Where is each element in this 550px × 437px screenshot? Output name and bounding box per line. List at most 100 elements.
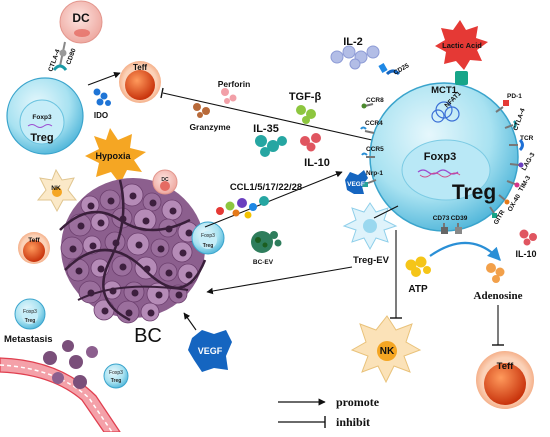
- legend: promote inhibit: [278, 395, 380, 429]
- tcr-label: TCR: [520, 135, 534, 142]
- bc-tumor-mass: BC: [59, 178, 207, 347]
- treg-cell-left: Foxp3 Treg: [14, 298, 46, 330]
- inhibit-bar: [160, 87, 164, 99]
- teff-left-label: Teff: [28, 237, 40, 244]
- nk-cell-bottom: NK: [350, 315, 422, 384]
- foxp3-small-label: Foxp3: [32, 114, 52, 121]
- teff-bottom-label: Teff: [497, 361, 515, 372]
- foxp3-left-label: Foxp3: [23, 309, 37, 315]
- dc-cell-top: DC: [59, 0, 103, 44]
- legend-promote-label: promote: [336, 395, 380, 409]
- pd1-label: PD-1: [507, 93, 522, 100]
- bc-ev-label: BC-EV: [253, 259, 274, 266]
- ido-molecules: IDO: [93, 88, 111, 120]
- ccl-chemokines: CCL1/5/17/22/28: [216, 182, 302, 219]
- il10-right-label: IL-10: [515, 249, 536, 259]
- cd25-receptor: CD25: [378, 62, 411, 77]
- bc-ev-vesicle: BC-EV: [251, 231, 282, 266]
- treg-to-ev-line: [373, 205, 399, 219]
- atp-molecules: ATP: [405, 256, 431, 295]
- nrp1-label: Nrp-1: [366, 170, 383, 177]
- nk-cell-left: NK: [36, 168, 78, 213]
- treg-ev-to-bc-arrow: [206, 266, 353, 295]
- il2-label: IL-2: [343, 36, 363, 48]
- treg-big-label: Treg: [452, 181, 496, 204]
- cd73-cd39-receptors: CD73 CD39: [433, 215, 468, 234]
- il35-label: IL-35: [253, 123, 279, 135]
- teff-cell-top: Teff: [119, 61, 161, 103]
- il10-right-molecules: IL-10: [515, 229, 537, 259]
- bc-label: BC: [134, 325, 162, 347]
- ccr5-label: CCR5: [366, 146, 384, 153]
- adenosine-molecules: Adenosine: [474, 263, 523, 302]
- metastasis-label: Metastasis: [4, 334, 53, 345]
- metastatic-cells: [43, 340, 98, 389]
- foxp3-meta-label: Foxp3: [109, 370, 123, 376]
- cd80-label: CD80: [65, 47, 77, 65]
- mct1-label: MCT1: [431, 85, 458, 96]
- adenosine-label: Adenosine: [474, 290, 523, 302]
- treg-cell-bc: Foxp3 Treg: [191, 221, 225, 255]
- cd73-label: CD73: [433, 215, 450, 222]
- foxp3-big-label: Foxp3: [424, 151, 456, 163]
- treg-meta-label: Treg: [111, 378, 122, 384]
- perforin-label: Perforin: [218, 79, 251, 89]
- nrp1-receptor: Nrp-1: [362, 170, 383, 187]
- ccr8-receptor: CCR8: [361, 97, 384, 109]
- ccr5-receptor: CCR5: [361, 146, 384, 158]
- il2-molecules: IL-2: [330, 36, 380, 70]
- tgfb-molecules: TGF-β: [289, 91, 322, 124]
- tcr-receptor: TCR: [509, 135, 534, 152]
- blood-vessel: [0, 357, 122, 433]
- ccr4-receptor: CCR4: [360, 120, 383, 134]
- lactic-acid-label: Lactic Acid: [442, 41, 482, 50]
- ccr4-label: CCR4: [365, 120, 383, 127]
- treg-to-teff-arrow: [87, 71, 121, 86]
- treg-cell-small: Foxp3 Treg: [6, 77, 84, 155]
- nk-left-label: NK: [51, 185, 61, 192]
- atp-to-adenosine-arrow: [429, 241, 501, 261]
- ccl-label: CCL1/5/17/22/28: [230, 182, 302, 193]
- il10-mid-molecules: IL-10: [300, 133, 330, 169]
- ctla4-left-label: CTLA-4: [47, 48, 62, 72]
- bc-to-treg-arrow: [204, 171, 343, 228]
- dc-cell-mid: DC: [152, 169, 178, 195]
- treg-bc-label: Treg: [203, 243, 214, 249]
- gitr-receptor: GITR: [489, 206, 507, 226]
- vegf-to-bc-arrow: [183, 312, 197, 331]
- treg-ev-label: Treg-EV: [353, 255, 390, 266]
- mct1-transporter: MCT1: [431, 71, 468, 96]
- treg-cell-meta: Foxp3 Treg: [103, 363, 129, 389]
- vegf-right: VEGF: [345, 170, 368, 194]
- cd80-ctla4-synapse: CD80 CTLA-4: [47, 41, 78, 73]
- treg-cell-big: Foxp3 Treg: [369, 82, 519, 232]
- lag3-label: LAG-3: [521, 151, 537, 172]
- treg-inhibits-teff-line: [162, 92, 373, 141]
- dc-top-label: DC: [72, 11, 90, 25]
- vegf-bottom: VEGF: [188, 330, 232, 372]
- teff-top-label: Teff: [133, 63, 147, 72]
- dc-mid-label: DC: [161, 177, 169, 183]
- treg-ev-vesicle: Treg-EV: [342, 202, 398, 266]
- il35-molecules: IL-35: [253, 123, 287, 157]
- lactic-acid-badge: Lactic Acid: [435, 20, 488, 70]
- treg-small-label: Treg: [30, 132, 53, 144]
- cd39-label: CD39: [451, 215, 468, 222]
- foxp3-bc-label: Foxp3: [201, 233, 215, 239]
- tim3-label: TIM-3: [518, 174, 533, 193]
- granzyme-molecules: Granzyme: [189, 103, 231, 132]
- nk-bottom-label: NK: [380, 346, 395, 357]
- hypoxia-label: Hypoxia: [95, 151, 131, 161]
- tgfb-label: TGF-β: [289, 91, 322, 103]
- teff-cell-left: Teff: [18, 232, 50, 264]
- granzyme-label: Granzyme: [189, 122, 230, 132]
- il10-mid-label: IL-10: [304, 157, 330, 169]
- hypoxia-badge: Hypoxia: [85, 128, 146, 184]
- perforin-molecules: Perforin: [218, 79, 251, 104]
- teff-cell-bottom: Teff: [476, 351, 534, 409]
- vegf-bottom-label: VEGF: [198, 346, 223, 356]
- cd25-label: CD25: [393, 62, 411, 77]
- legend-inhibit-label: inhibit: [336, 415, 370, 429]
